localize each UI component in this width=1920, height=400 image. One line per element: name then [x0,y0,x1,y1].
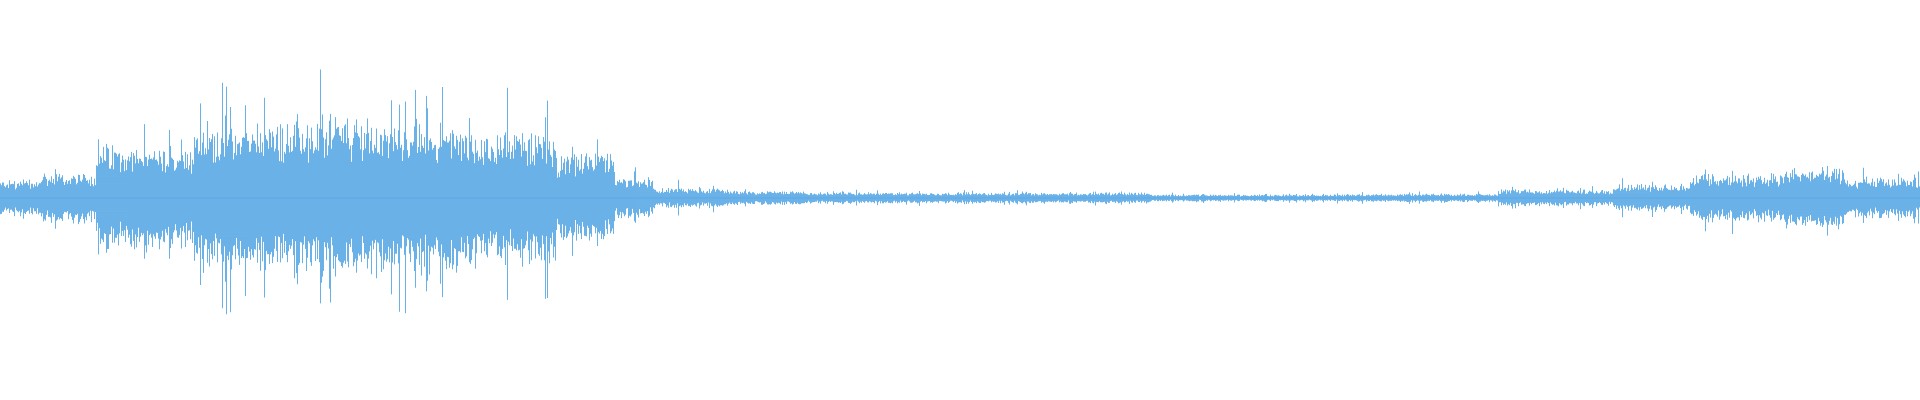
waveform-signal [0,69,1920,315]
waveform-bars [0,69,1920,315]
